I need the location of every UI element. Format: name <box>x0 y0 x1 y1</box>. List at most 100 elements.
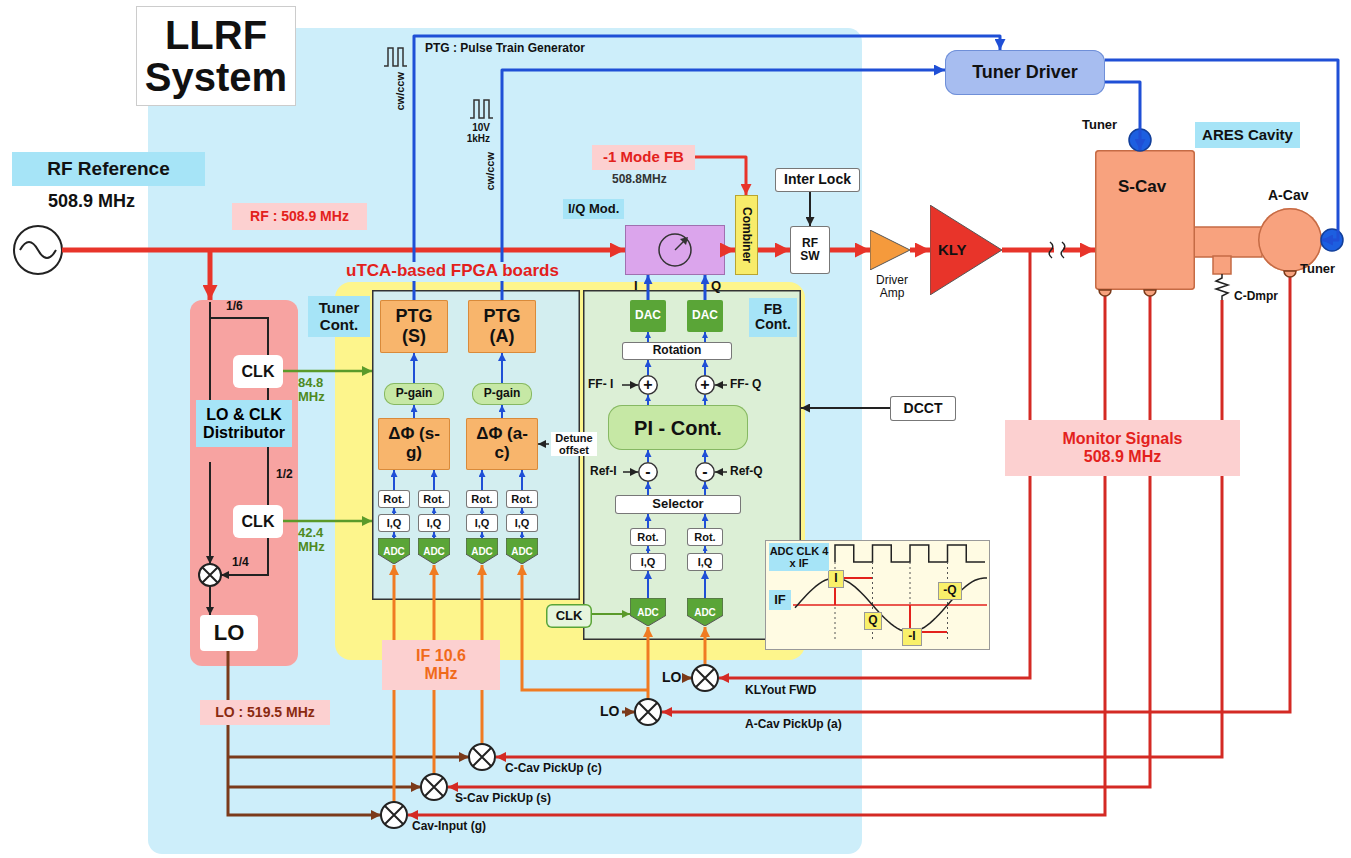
drawing-part <box>228 756 469 759</box>
text-holder: Tuner Cont. <box>308 296 370 337</box>
drawing-part <box>522 565 648 690</box>
signal-arrow <box>1002 248 1095 253</box>
drawing-part <box>267 388 269 505</box>
signal-arrow <box>758 248 790 253</box>
drawing-part <box>384 48 407 66</box>
drawing-part <box>433 690 436 774</box>
drawing-part <box>470 100 493 118</box>
ratio-label: 1/2 <box>276 468 293 481</box>
drawing-part <box>692 665 718 691</box>
node-text: Rot. <box>383 493 404 505</box>
node-text: Tuner Driver <box>972 63 1078 83</box>
drawing-part <box>1144 290 1156 296</box>
signal-name: Ref-Q <box>730 465 763 478</box>
dac-box: DAC <box>630 300 666 332</box>
signal-name: S-Cav PickUp (s) <box>455 792 551 805</box>
text-holder: FB Cont. <box>749 298 797 337</box>
drawing-part <box>1049 242 1065 258</box>
edge-label-holder: 84.8 MHz <box>298 376 338 405</box>
node-text: A-Cav <box>1268 188 1308 203</box>
drawing-part <box>659 234 691 266</box>
drawing-part <box>1104 296 1107 420</box>
drawing-part <box>62 248 625 253</box>
text-frame: LO : 519.5 MHz <box>200 700 330 725</box>
node-text: Tuner Cont. <box>308 296 370 337</box>
iq-box: I,Q <box>506 514 538 532</box>
iq-box: I,Q <box>630 553 666 571</box>
driver-amplifier: Driver Amp <box>870 230 910 270</box>
signal-name: Ref-I <box>590 465 617 478</box>
interlock-box: Inter Lock <box>775 168 860 192</box>
distributor-box: LO & CLK DistributorCLKCLKLO <box>190 300 298 666</box>
label-holder: 1/4 <box>232 556 249 569</box>
node-text: I,Q <box>515 517 530 529</box>
signal-arrow <box>647 450 649 462</box>
cavity-label: ARES Cavity <box>1195 122 1300 148</box>
node-text: PI - Cont. <box>634 417 722 439</box>
text-frame: IF 10.6 MHz <box>382 640 500 690</box>
mode-fb-box: -1 Mode FB508.8MHz <box>592 145 695 170</box>
monitor-tag: Monitor Signals 508.9 MHz <box>1005 420 1240 476</box>
label-holder: PTG : Pulse Train Generator <box>425 42 585 55</box>
clock-box: CLK <box>233 355 283 388</box>
drawing-part <box>795 578 987 632</box>
rotation-box: Rot. <box>630 528 666 546</box>
node-text: I,Q <box>387 517 402 529</box>
sample-tag: -Q <box>938 582 962 600</box>
direction-label: cw/ccw <box>394 72 406 111</box>
node-text: LO : 519.5 MHz <box>215 705 315 720</box>
signal-arrow <box>1105 60 1338 240</box>
drawing-part <box>835 545 985 562</box>
text-frame: Tuner Driver <box>945 50 1105 95</box>
signal-arrow <box>592 613 630 615</box>
signal-arrow <box>393 508 395 514</box>
mixers <box>381 665 718 828</box>
node-text: PTG (A) <box>477 307 527 347</box>
label-holder: Q <box>711 279 721 293</box>
node-text: I,Q <box>641 556 656 568</box>
node-text: IF 10.6 MHz <box>401 647 481 682</box>
text-holder: S-Cav <box>1118 178 1166 197</box>
node-text: P-gain <box>484 387 521 400</box>
sum-circle: + <box>638 375 658 395</box>
ratio-label: 1/6 <box>226 300 243 313</box>
drawing-part <box>870 230 910 270</box>
text-frame: Inter Lock <box>775 168 860 192</box>
node-text: FB Cont. <box>749 298 797 337</box>
drawing-part <box>418 538 450 564</box>
rf-reference-line <box>14 226 625 300</box>
pi-box: PI - Cont. <box>608 405 748 450</box>
dcct-box: DCCT <box>890 396 956 421</box>
text-frame: DCCT <box>890 396 956 421</box>
text-frame: PTG (A) <box>468 300 536 353</box>
label-holder: LO <box>662 670 681 685</box>
drawing-part <box>208 250 213 300</box>
text-frame: CLK <box>233 505 283 538</box>
signal-arrow <box>647 332 649 342</box>
text-frame: I,Q <box>630 553 666 571</box>
node-text: 508.9 MHz <box>48 192 135 212</box>
gain-box: P-gain <box>472 383 532 405</box>
text-frame: RF Reference <box>12 152 205 186</box>
drawing-part <box>675 241 684 250</box>
text-frame: I,Q <box>506 514 538 532</box>
signal-arrow <box>481 470 483 490</box>
text-frame: Rot. <box>466 490 498 508</box>
text-frame: IF <box>769 590 791 610</box>
node-text: LO <box>214 621 245 645</box>
drawing-part <box>228 725 381 815</box>
node-text: uTCA-based FPGA boards <box>343 262 562 281</box>
text-holder: Driver Amp <box>866 274 918 300</box>
drawing-part <box>687 598 723 626</box>
if-tag: IF 10.6 MHz <box>382 640 500 690</box>
text-frame: -I <box>902 628 922 646</box>
selector-box: Selector <box>615 495 741 514</box>
signal-arrow <box>704 482 706 495</box>
signal-arrow <box>647 546 649 553</box>
text-frame: ΔΦ (s-g) <box>378 418 450 470</box>
offset-label: Detune offset <box>551 432 597 456</box>
text-frame: Q <box>864 612 882 630</box>
signal-arrow <box>521 508 523 514</box>
lo-wiring <box>228 651 692 815</box>
signal-arrow <box>801 407 890 409</box>
